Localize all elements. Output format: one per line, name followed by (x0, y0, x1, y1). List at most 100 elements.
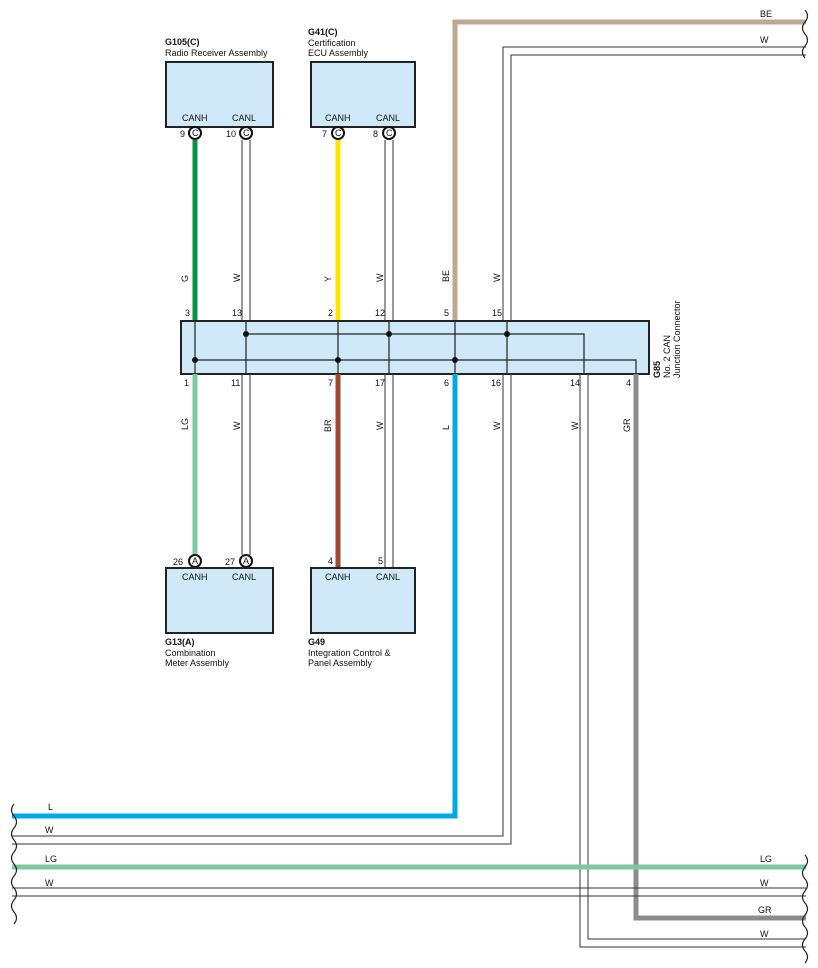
g85-box (180, 320, 650, 375)
edge-label-w-left-2: W (45, 878, 54, 888)
wire-w-upper-g105 (241, 140, 251, 320)
g41-connector-c2-icon (382, 126, 396, 140)
wire-w-bottom (12, 887, 806, 897)
g85-bus-canh (195, 359, 637, 374)
edge-label-w: W (760, 35, 769, 45)
junction-pin-bottom-11: 11 (231, 378, 240, 388)
wire-code-lower-5: L (441, 425, 451, 430)
g41-id: G41(C) (308, 27, 338, 37)
g49-pin-canl: CANL (376, 572, 400, 582)
g13-conn-letter-2: A (243, 556, 249, 566)
wire-code-upper-5: BE (441, 270, 451, 282)
g85-id: G85 (652, 361, 662, 378)
edge-label-lg-right: LG (760, 854, 772, 864)
wire-code-lower-7: W (570, 421, 580, 430)
g41-conn-letter-1: C (335, 128, 342, 138)
g49-box (310, 567, 416, 634)
g105-id: G105(C) (165, 37, 200, 47)
wire-l-lower (12, 374, 458, 819)
break-mark-bottom-right (801, 854, 809, 964)
g13-name-line1: Combination (165, 648, 216, 658)
g105-pin-no-10: 10 (226, 129, 236, 139)
wire-w-lower-g49 (384, 374, 394, 568)
g13-id: G13(A) (165, 637, 195, 647)
wire-code-upper-1: G (180, 275, 190, 282)
wire-code-lower-2: W (232, 421, 242, 430)
g49-name-line2: Panel Assembly (308, 658, 373, 668)
g49-pin-canh: CANH (325, 572, 351, 582)
edge-label-w-right-1: W (760, 878, 769, 888)
wire-code-lower-4: W (375, 421, 385, 430)
g49-id: G49 (308, 637, 325, 647)
junction-pin-bottom-1: 1 (184, 378, 189, 388)
g85-name-line2: Junction Connector (672, 300, 682, 378)
g105-conn-letter-2: C (243, 128, 250, 138)
g105-conn-letter-1: C (192, 128, 199, 138)
g13-box (165, 567, 274, 634)
junction-pin-top-2: 2 (328, 308, 333, 318)
g105-pin-no-9: 9 (180, 129, 185, 139)
g49-pin-no-5: 5 (378, 556, 383, 566)
g13-pin-no-27: 27 (225, 557, 235, 567)
g105-name: Radio Receiver Assembly (165, 48, 268, 58)
g13-pin-canh: CANH (182, 572, 208, 582)
junction-pin-bottom-16: 16 (491, 378, 501, 388)
g41-pin-canh: CANH (325, 113, 351, 123)
junction-pin-top-13: 13 (232, 308, 242, 318)
edge-label-lg-left: LG (45, 854, 57, 864)
wire-be-top (452, 19, 806, 320)
junction-pin-bottom-17: 17 (375, 378, 385, 388)
g41-pin-no-8: 8 (373, 129, 378, 139)
g13-pin-no-26: 26 (173, 557, 183, 567)
edge-label-gr-right: GR (758, 905, 772, 915)
edge-label-w-right-2: W (760, 929, 769, 939)
splice-dot (335, 357, 341, 363)
splice-dot (243, 331, 249, 337)
g41-box (310, 61, 416, 128)
g105-connector-c1-icon (188, 126, 202, 140)
junction-pin-top-12: 12 (375, 308, 385, 318)
wire-w-lower-16 (12, 374, 512, 845)
g105-pin-canh: CANH (182, 113, 208, 123)
g49-name-line1: Integration Control & (308, 648, 391, 658)
wire-code-lower-8: GR (622, 418, 632, 432)
wire-gr-lower (633, 374, 806, 921)
component-g49: 4 5 CANH CANL G49 Integration Control & … (308, 556, 416, 668)
wire-code-lower-1: LG (180, 418, 190, 430)
wire-w-lower-g13 (241, 374, 251, 555)
junction-pin-top-5: 5 (444, 308, 449, 318)
junction-pin-bottom-6: 6 (444, 378, 449, 388)
g13-pin-canl: CANL (232, 572, 256, 582)
g41-name-line1: Certification (308, 38, 356, 48)
wire-w-lower-14 (579, 374, 806, 948)
g13-conn-letter-1: A (192, 556, 198, 566)
edge-label-w-left-1: W (45, 825, 54, 835)
junction-pin-top-15: 15 (492, 308, 502, 318)
g105-connector-c2-icon (239, 126, 253, 140)
component-g105: G105(C) Radio Receiver Assembly CANH CAN… (165, 37, 274, 140)
component-g41: G41(C) Certification ECU Assembly CANH C… (308, 27, 416, 140)
wire-w-upper-g41 (384, 140, 394, 320)
splice-dot (452, 357, 458, 363)
junction-pin-bottom-4: 4 (626, 378, 631, 388)
junction-pin-bottom-14: 14 (570, 378, 580, 388)
wire-w-top (502, 46, 806, 320)
g41-name-line2: ECU Assembly (308, 48, 369, 58)
junction-pin-bottom-7: 7 (328, 378, 333, 388)
splice-dot (386, 331, 392, 337)
g41-pin-canl: CANL (376, 113, 400, 123)
wire-code-upper-3: Y (323, 276, 333, 282)
g41-conn-letter-2: C (386, 128, 393, 138)
g41-pin-no-7: 7 (322, 129, 327, 139)
edge-label-l-left: L (48, 802, 53, 812)
g41-connector-c1-icon (331, 126, 345, 140)
g85-name-line1: No. 2 CAN (662, 335, 672, 378)
wire-code-upper-2: W (232, 273, 242, 282)
break-mark-top-right (801, 9, 809, 59)
g105-box (165, 61, 274, 128)
wire-code-upper-6: W (492, 273, 502, 282)
splice-dot (192, 357, 198, 363)
splice-dot (504, 331, 510, 337)
junction-pin-top-3: 3 (185, 308, 190, 318)
